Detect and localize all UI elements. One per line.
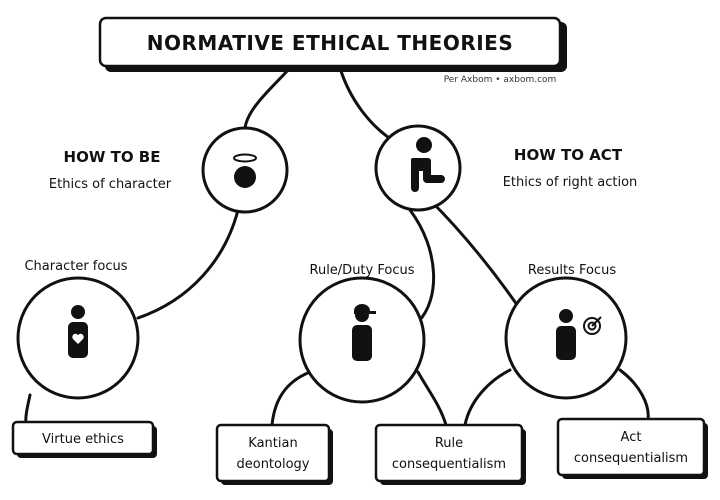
rule-consequentialism-box: Rule consequentialism xyxy=(374,423,526,485)
rule-cons-label-line2: consequentialism xyxy=(392,457,506,472)
how-to-be-heading: HOW TO BE xyxy=(64,148,161,166)
virtue-ethics-box: Virtue ethics xyxy=(11,420,157,458)
rule-duty-focus-label: Rule/Duty Focus xyxy=(310,263,415,278)
line-results-to-rulecons xyxy=(463,368,512,427)
how-to-be-node xyxy=(201,126,289,214)
how-to-act-subheading: Ethics of right action xyxy=(503,175,638,190)
heart-person-icon xyxy=(68,305,88,358)
page-title: NORMATIVE ETHICAL THEORIES xyxy=(147,31,513,55)
target-person-icon xyxy=(556,309,602,360)
cap-person-icon xyxy=(352,304,376,361)
kantian-label-line1: Kantian xyxy=(248,436,297,451)
results-focus-label: Results Focus xyxy=(528,263,616,278)
line-results-to-actcons xyxy=(618,368,650,422)
credit-text: Per Axbom • axbom.com xyxy=(444,75,557,85)
connector-lines xyxy=(24,66,650,427)
line-character-to-virtue xyxy=(24,393,32,427)
kantian-deontology-box: Kantian deontology xyxy=(215,423,333,485)
rule-duty-focus-node xyxy=(298,276,426,404)
how-to-be-subheading: Ethics of character xyxy=(49,177,172,192)
line-be-to-character xyxy=(136,208,240,320)
line-act-to-rule xyxy=(408,208,435,324)
title-box: NORMATIVE ETHICAL THEORIES xyxy=(98,16,567,72)
act-consequentialism-box: Act consequentialism xyxy=(556,417,708,479)
halo-figure-icon xyxy=(233,153,257,188)
kantian-label-line2: deontology xyxy=(236,457,309,472)
rule-cons-label-line1: Rule xyxy=(435,436,463,451)
act-cons-label-line2: consequentialism xyxy=(574,451,688,466)
character-focus-node xyxy=(16,276,140,400)
act-cons-label-line1: Act xyxy=(621,430,642,445)
line-rule-to-kantian xyxy=(270,370,312,427)
virtue-ethics-label: Virtue ethics xyxy=(42,432,124,447)
walking-figure-icon xyxy=(410,137,445,192)
line-act-to-results xyxy=(428,198,524,314)
results-focus-node xyxy=(504,276,628,400)
line-title-to-act xyxy=(338,66,394,142)
how-to-act-node xyxy=(374,124,462,212)
character-focus-label: Character focus xyxy=(24,259,127,274)
line-rule-to-rulecons xyxy=(416,370,448,427)
how-to-act-heading: HOW TO ACT xyxy=(514,146,623,164)
